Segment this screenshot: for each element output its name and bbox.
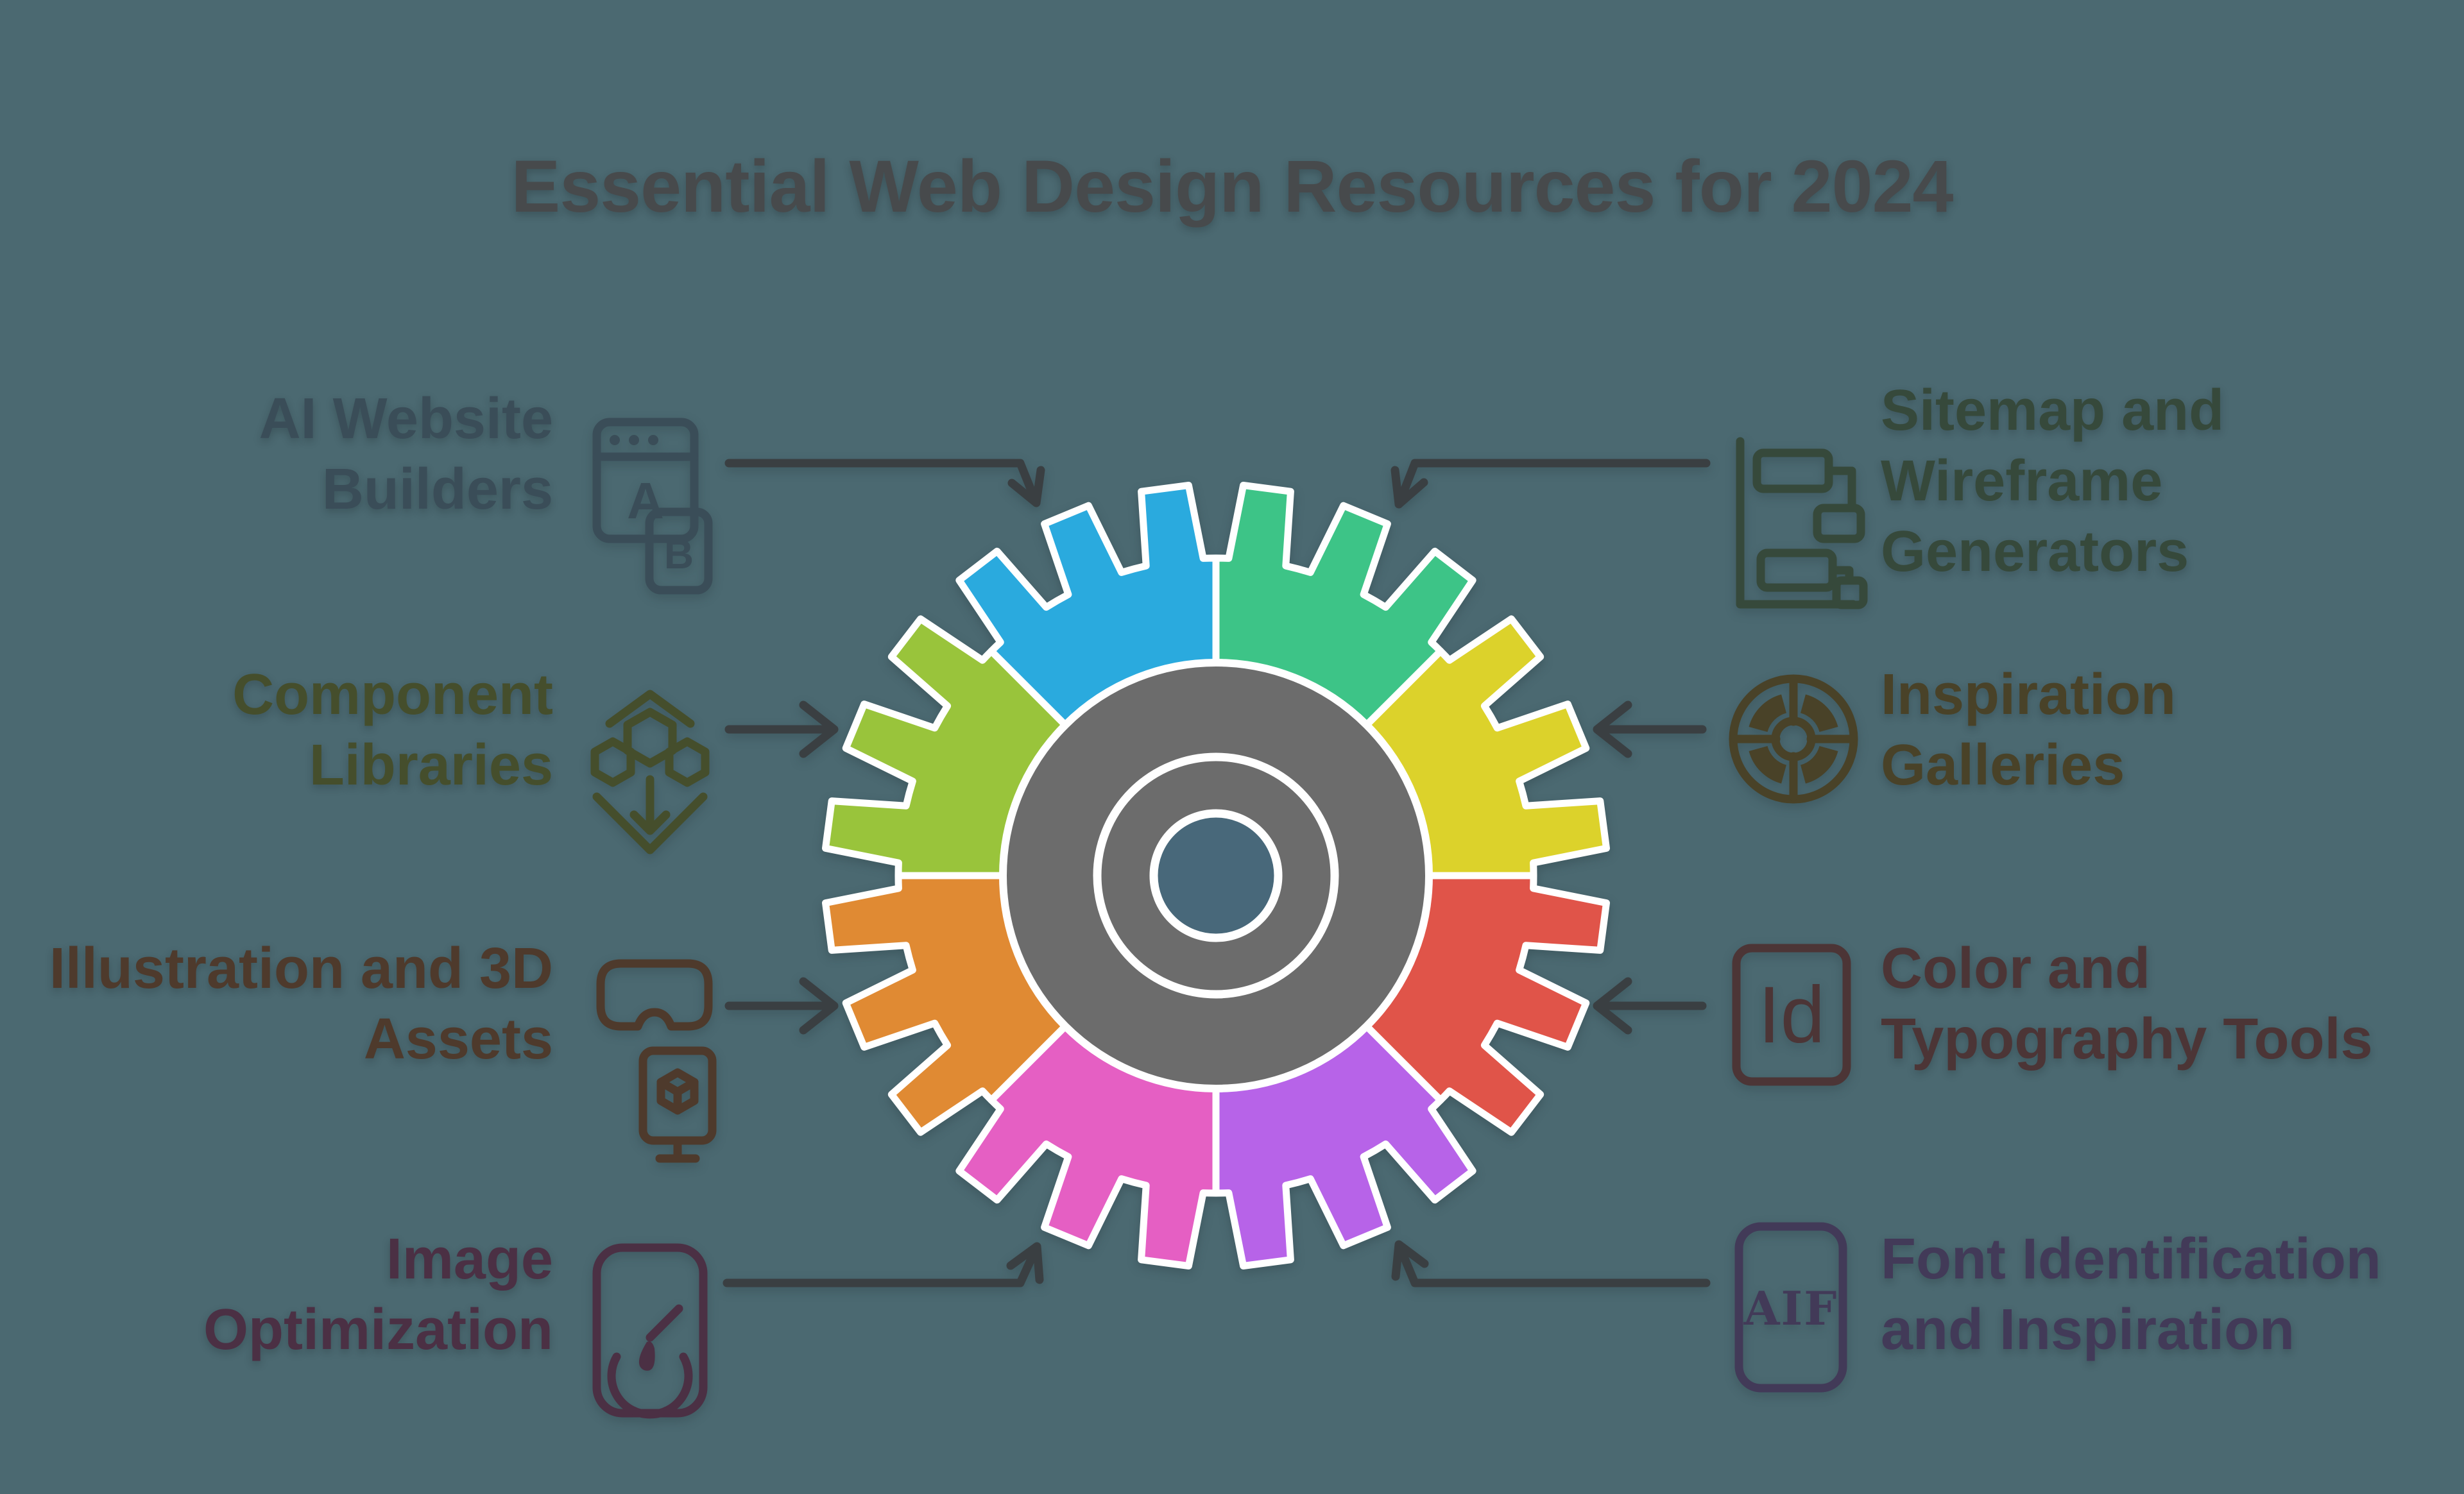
- gear-inner-ring: [1093, 752, 1339, 999]
- gear-diagram: [822, 482, 1610, 1269]
- label-illustration-3d-assets: Illustration and 3D Assets: [49, 933, 553, 1074]
- id-badge-icon: Id: [1732, 944, 1851, 1086]
- label-line: Typography Tools: [1881, 1007, 2373, 1071]
- id-badge-text: Id: [1758, 971, 1825, 1060]
- browser-b-letter: B: [664, 531, 694, 577]
- label-line: Component: [232, 663, 553, 727]
- connector-arrows: [723, 459, 1711, 1287]
- label-line: Generators: [1881, 520, 2189, 584]
- label-line: AI Website: [259, 387, 553, 451]
- label-line: Font Identification: [1881, 1227, 2381, 1291]
- browser-ab-icon: A B: [592, 418, 713, 595]
- sitemap-tree-icon: [1736, 437, 1868, 609]
- label-line: Sitemap and: [1881, 378, 2225, 443]
- label-line: and Inspiration: [1881, 1298, 2295, 1362]
- browser-a-letter: A: [627, 472, 664, 529]
- arrow-ai-website-builders: [724, 459, 1045, 507]
- arrow-color-typography-tools: [1593, 977, 1707, 1035]
- label-line: Libraries: [309, 733, 553, 797]
- aif-badge-text: AIF: [1743, 1281, 1838, 1336]
- hexagon-package-icon: [590, 690, 710, 854]
- label-inspiration-galleries: Inspiration Galleries: [1881, 659, 2176, 801]
- label-line: Builders: [321, 457, 553, 522]
- arrow-image-optimization: [723, 1242, 1044, 1287]
- label-line: Color and: [1881, 937, 2150, 1001]
- gear-center-hole: [1149, 809, 1283, 942]
- label-line: Optimization: [203, 1298, 553, 1362]
- label-font-identification-inspiration: Font Identification and Inspiration: [1881, 1224, 2381, 1365]
- label-component-libraries: Component Libraries: [232, 659, 553, 801]
- label-line: Galleries: [1881, 733, 2125, 797]
- label-color-typography-tools: Color and Typography Tools: [1881, 933, 2373, 1074]
- label-sitemap-wireframe-generators: Sitemap and Wireframe Generators: [1881, 375, 2224, 587]
- label-line: Assets: [363, 1007, 553, 1071]
- page-title: Essential Web Design Resources for 2024: [511, 146, 1953, 228]
- arrow-inspiration-galleries: [1593, 700, 1707, 758]
- label-image-optimization: Image Optimization: [203, 1224, 553, 1365]
- label-line: Wireframe: [1881, 449, 2163, 513]
- aif-badge-icon: AIF: [1734, 1222, 1847, 1393]
- label-ai-website-builders: AI Website Builders: [259, 384, 553, 525]
- arrow-font-identification-inspiration: [1391, 1240, 1711, 1287]
- arrow-sitemap-wireframe-generators: [1390, 459, 1711, 509]
- gallery-wheel-icon: [1729, 674, 1858, 804]
- arrow-component-libraries: [724, 700, 839, 758]
- arrow-illustration-3d-assets: [724, 977, 839, 1035]
- vr-3d-assets-icon: [596, 959, 717, 1163]
- label-line: Illustration and 3D: [49, 937, 553, 1001]
- speedometer-icon: [592, 1243, 708, 1419]
- label-line: Image: [386, 1227, 553, 1291]
- label-line: Inspiration: [1881, 663, 2177, 727]
